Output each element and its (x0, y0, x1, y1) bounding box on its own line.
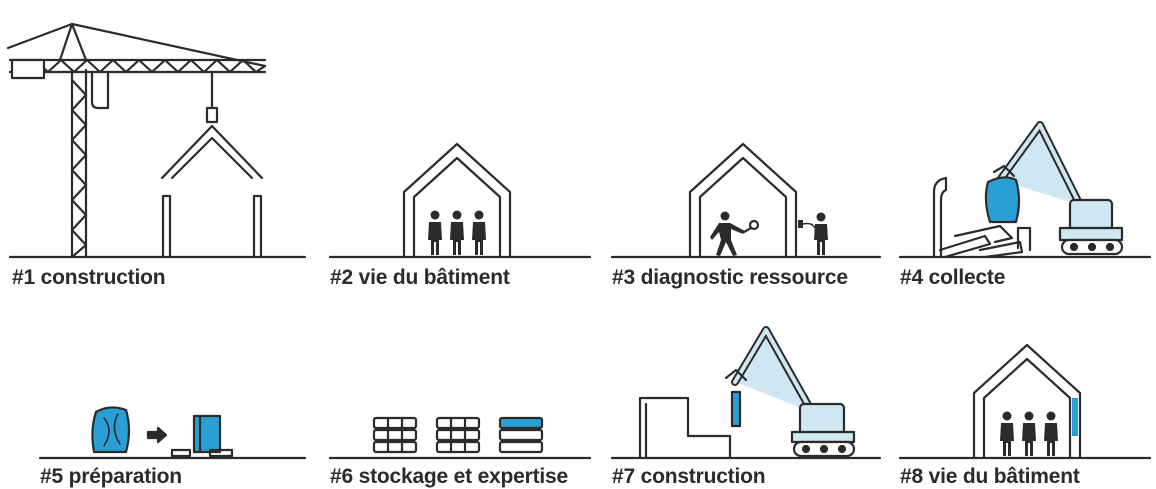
step-label-5: #5 préparation (40, 465, 182, 488)
building-outline (638, 396, 732, 460)
worker-icon (798, 212, 828, 255)
panel-3-diagnostic (610, 142, 882, 259)
debris-pile (938, 224, 1032, 259)
big-bag (91, 406, 131, 454)
step-label-3: #3 diagnostic ressource (612, 266, 848, 289)
arrow-right-icon (146, 426, 168, 444)
panel-2-building-life (328, 142, 592, 259)
excavator-icon (992, 121, 1124, 256)
remaining-wall (932, 176, 948, 259)
magnifier-icon (742, 219, 760, 234)
excavator-icon (724, 326, 856, 458)
panel-1-construction (6, 22, 307, 259)
inspector-icon (710, 211, 745, 256)
pallet-stack-3 (498, 416, 544, 454)
panel-4-collecte (898, 121, 1152, 259)
panel-6-storage (328, 416, 592, 460)
step-label-8: #8 vie du bâtiment (900, 465, 1080, 488)
panel-7-construction (610, 326, 882, 460)
step-label-6: #6 stockage et expertise (330, 465, 569, 488)
step-label-7: #7 construction (612, 465, 766, 488)
placed-element (730, 390, 742, 428)
wall-right (252, 194, 263, 259)
pallet-stack-2 (435, 416, 481, 454)
house-icon (402, 142, 512, 259)
panel-8-building-life (898, 343, 1152, 460)
people-icon (428, 210, 486, 255)
tower-crane-icon (6, 22, 267, 259)
house-icon (688, 142, 798, 259)
pallet-stack-1 (372, 416, 418, 454)
step-label-4: #4 collecte (900, 266, 1006, 289)
reused-element (1072, 398, 1078, 436)
wall-left (161, 194, 172, 259)
step-label-2: #2 vie du bâtiment (330, 266, 510, 289)
people-icon (1000, 411, 1058, 456)
step-label-1: #1 construction (12, 266, 166, 289)
sorted-materials (170, 414, 234, 458)
panel-5-preparation (38, 406, 307, 460)
big-bag (984, 176, 1021, 224)
house-icon (972, 343, 1082, 460)
